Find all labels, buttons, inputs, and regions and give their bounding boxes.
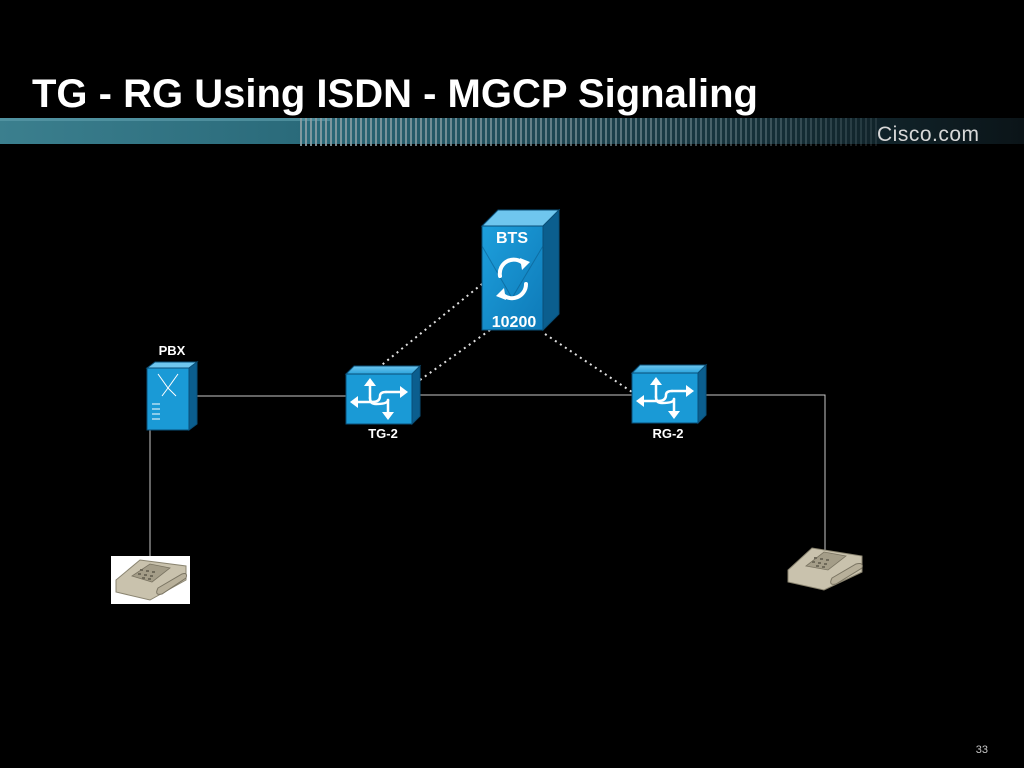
signal-tg-bts-lower	[420, 330, 490, 380]
pbx-switch: PBX	[147, 343, 197, 430]
pbx-front-face	[147, 368, 189, 430]
telephone-right	[788, 548, 862, 590]
rg-label: RG-2	[652, 426, 683, 441]
bts-side-face	[543, 210, 559, 330]
bts-model-label: 10200	[492, 314, 537, 331]
signal-rg-bts	[545, 334, 632, 392]
link-rg-phone-right	[706, 395, 825, 555]
rg-side-face	[698, 365, 706, 423]
pbx-label: PBX	[159, 343, 186, 358]
signal-tg-bts-upper	[378, 284, 482, 368]
rg-top-face	[632, 365, 706, 373]
bts-label: BTS	[496, 230, 528, 247]
page-number: 33	[976, 744, 988, 756]
pbx-side-face	[189, 362, 197, 430]
tg-label: TG-2	[368, 426, 398, 441]
rg-router: RG-2	[632, 365, 706, 441]
tg-top-face	[346, 366, 420, 374]
tg-router: TG-2	[346, 366, 420, 441]
bts-server: BTS 10200	[482, 210, 559, 331]
telephone-left	[111, 556, 190, 604]
tg-side-face	[412, 366, 420, 424]
solid-links	[150, 395, 825, 558]
